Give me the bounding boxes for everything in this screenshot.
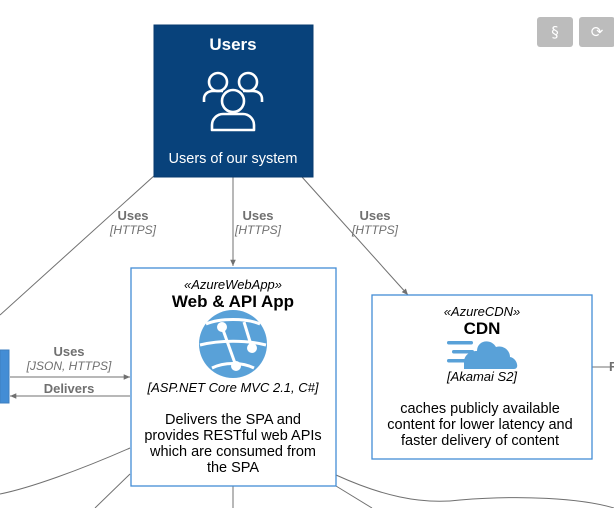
- spa-element-partial[interactable]: [0, 349, 10, 404]
- refresh-icon: ⟳: [590, 23, 604, 41]
- users-description: Users of our system: [169, 151, 298, 167]
- cdn-element[interactable]: «AzureCDN» CDN [Akamai S2] caches public…: [371, 294, 593, 460]
- edge-bottom-right-2[interactable]: [335, 474, 614, 508]
- cdn-box: [371, 294, 593, 460]
- edges: [0, 174, 614, 508]
- cdn-technology: [Akamai S2]: [446, 369, 517, 384]
- edge-users-left-tech: [HTTPS]: [109, 223, 157, 237]
- edge-spa-webapp-label: Uses: [53, 344, 84, 359]
- cdn-description-line-2: content for lower latency and: [387, 417, 572, 433]
- webapp-stereotype: «AzureWebApp»: [184, 277, 282, 292]
- edge-bottom-right-1[interactable]: [335, 485, 373, 508]
- edge-users-left[interactable]: [0, 174, 156, 316]
- webapp-element[interactable]: «AzureWebApp» Web & API App [ASP.NET Cor…: [130, 267, 337, 487]
- edge-bottom-left-1[interactable]: [0, 447, 131, 495]
- edge-users-webapp-tech: [HTTPS]: [234, 223, 282, 237]
- cdn-description-line-3: faster delivery of content: [401, 433, 559, 449]
- edge-users-cdn-tech: [HTTPS]: [351, 223, 399, 237]
- azure-webapp-icon: [199, 310, 267, 378]
- edge-users-cdn-label: Uses: [359, 208, 390, 223]
- webapp-description-line-3: which are consumed from: [149, 444, 316, 460]
- webapp-description-line-2: provides RESTful web APIs: [144, 428, 321, 444]
- edge-webapp-spa-label: Delivers: [44, 381, 95, 396]
- users-icon: [202, 71, 264, 132]
- edge-users-cdn[interactable]: [301, 176, 409, 296]
- cdn-description-line-1: caches publicly available: [400, 401, 560, 417]
- section-button[interactable]: §: [537, 17, 573, 47]
- users-box: [153, 24, 314, 178]
- edge-users-left-label: Uses: [117, 208, 148, 223]
- webapp-technology: [ASP.NET Core MVC 2.1, C#]: [147, 380, 319, 395]
- edge-spa-webapp-tech: [JSON, HTTPS]: [26, 359, 112, 373]
- webapp-description-line-1: Delivers the SPA and: [165, 412, 301, 428]
- cdn-stereotype: «AzureCDN»: [444, 304, 521, 319]
- edge-labels: Uses [HTTPS] Uses [HTTPS] Uses [HTTPS] U…: [26, 208, 614, 396]
- edge-users-webapp-label: Uses: [242, 208, 273, 223]
- refresh-button[interactable]: ⟳: [579, 17, 614, 47]
- users-element[interactable]: Users Users of our system: [153, 24, 314, 178]
- cdn-title: CDN: [464, 319, 501, 338]
- webapp-title: Web & API App: [172, 292, 294, 311]
- section-icon: §: [551, 23, 559, 41]
- edge-bottom-left-2[interactable]: [94, 473, 131, 508]
- webapp-description-line-4: the SPA: [207, 460, 259, 476]
- users-title: Users: [209, 35, 256, 54]
- azure-cdn-icon: [447, 341, 518, 369]
- edge-cdn-right-label: F: [609, 359, 614, 374]
